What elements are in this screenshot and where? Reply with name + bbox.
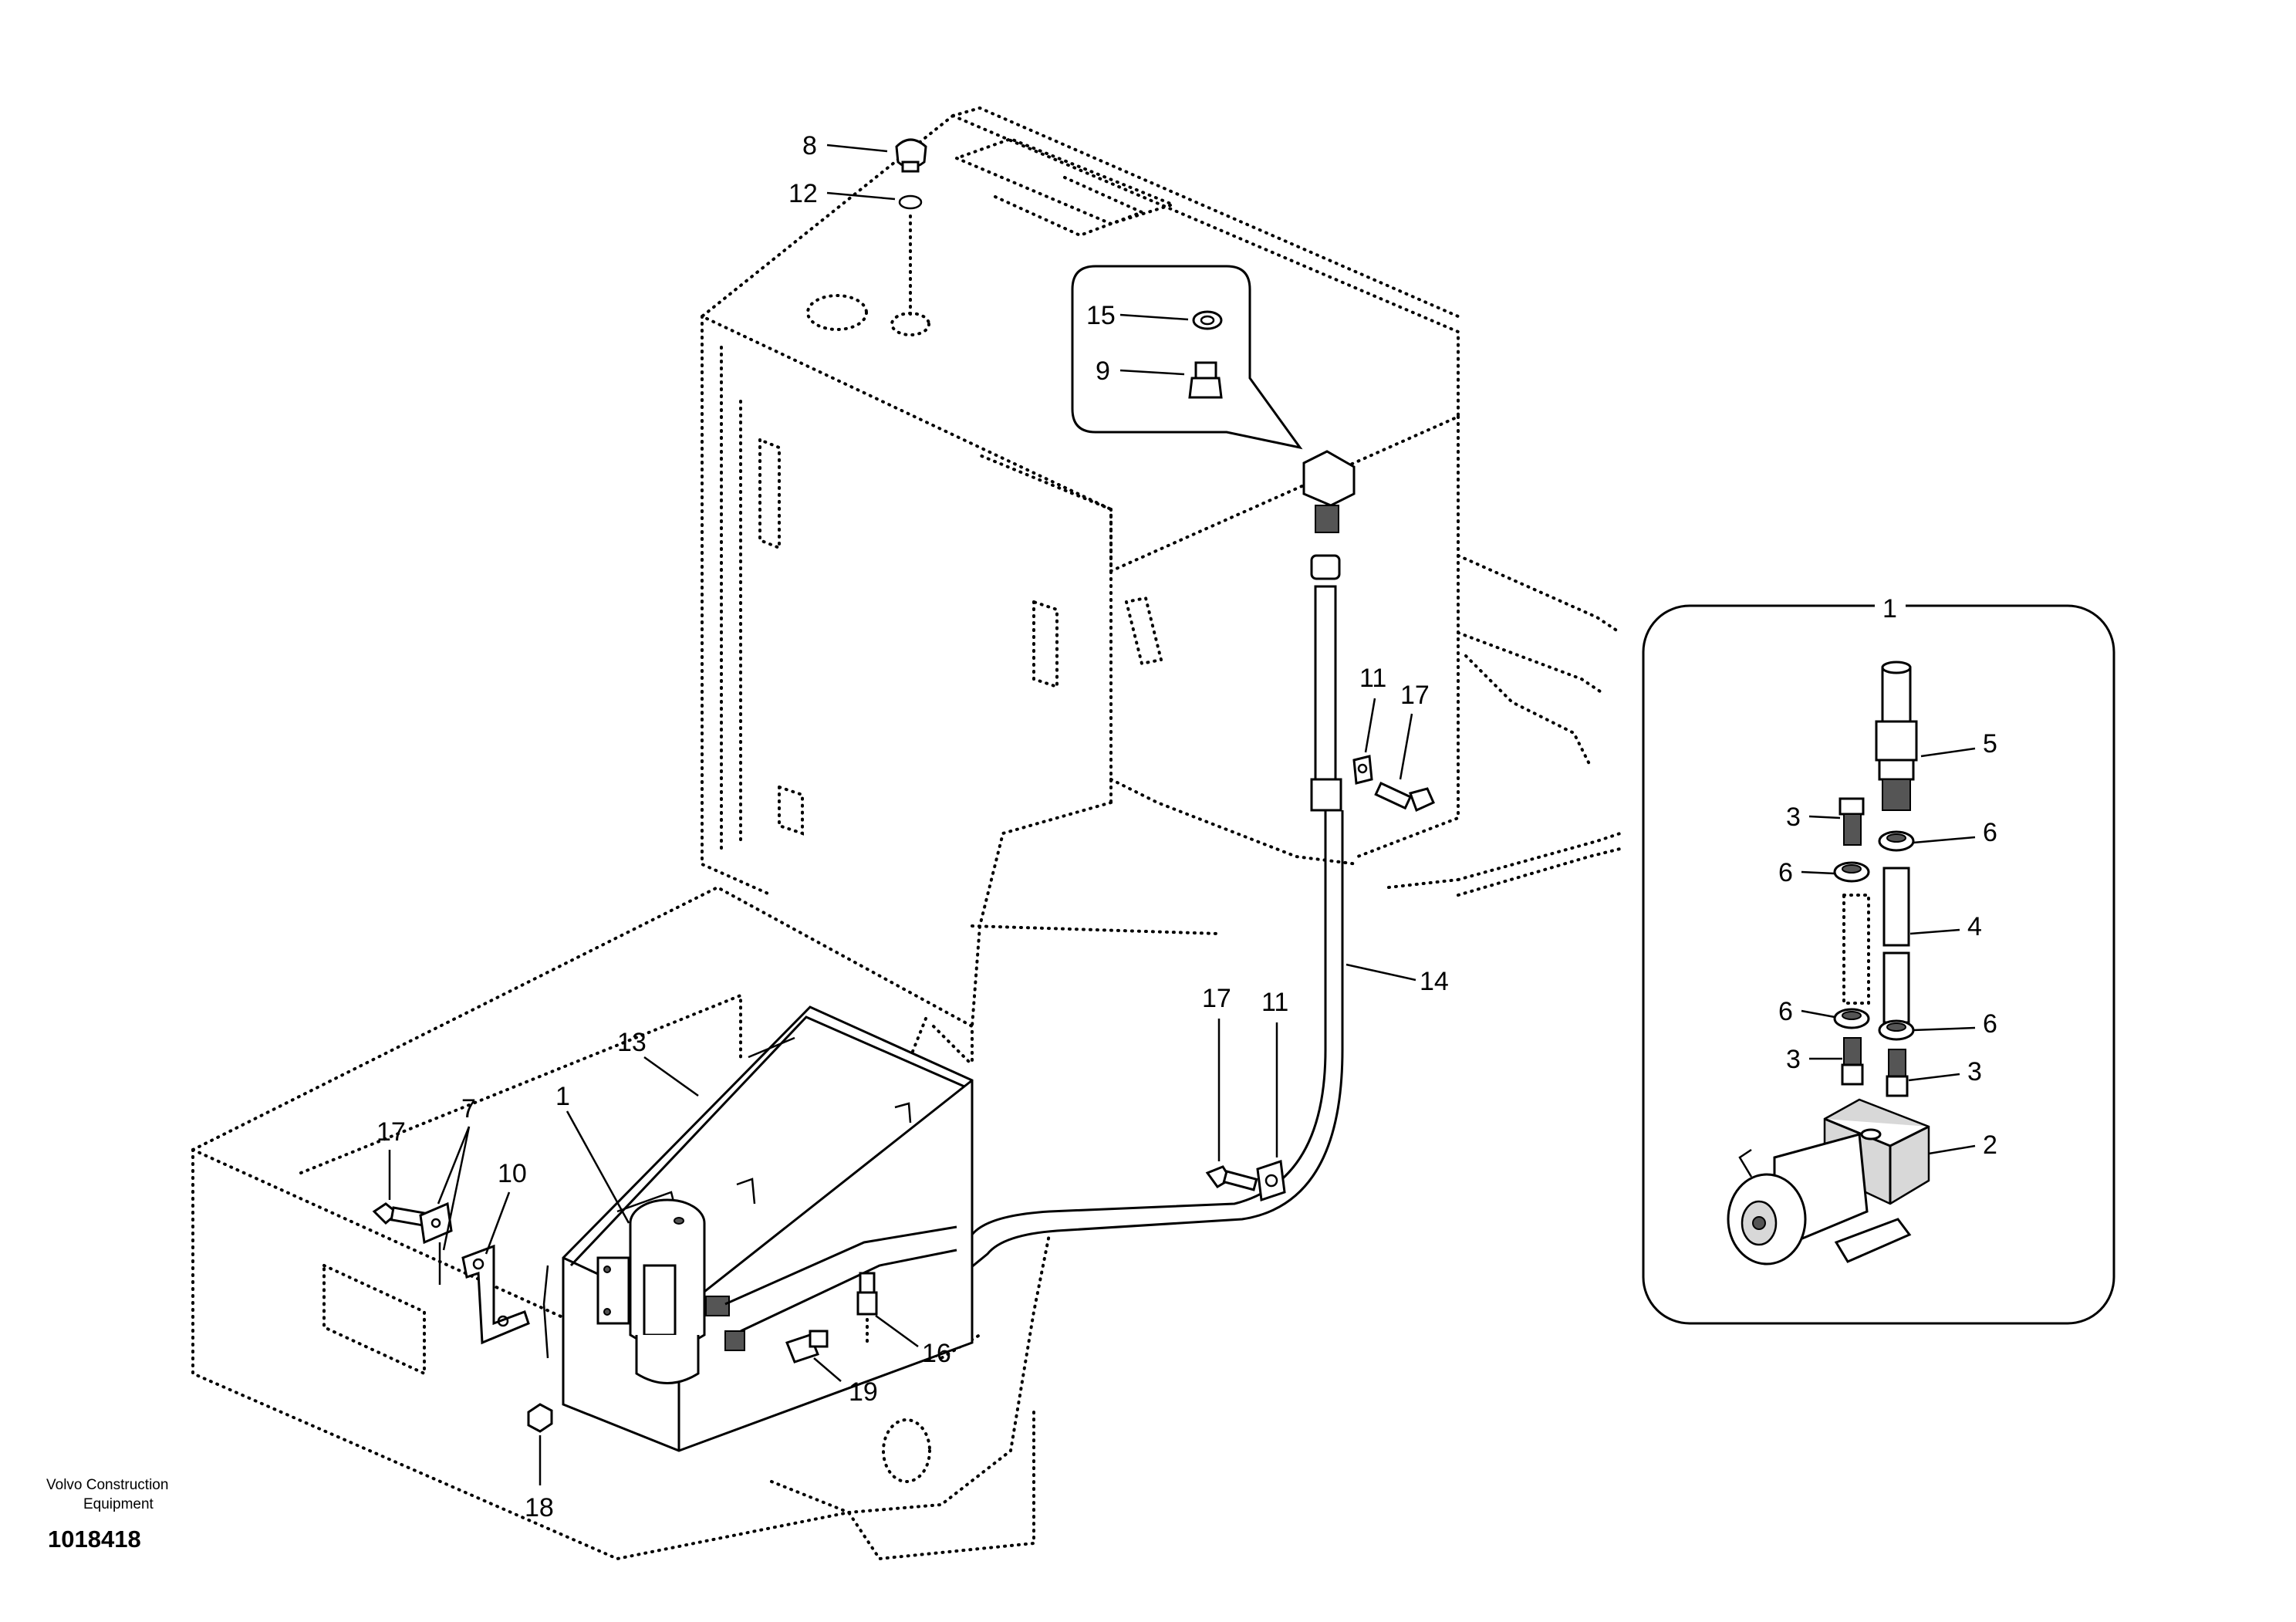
callout-11-middle: 11 xyxy=(1261,988,1288,1017)
detail-panel xyxy=(1642,604,2115,1325)
detail-callout-2: 2 xyxy=(1983,1130,1997,1160)
leader-lines xyxy=(388,144,1416,1485)
fitting xyxy=(1188,361,1223,399)
company-name-line2: Equipment xyxy=(83,1496,154,1512)
fitting-16 xyxy=(856,1272,878,1316)
pump xyxy=(596,1198,745,1384)
callout-9: 9 xyxy=(1096,357,1110,386)
callout-17-upper: 17 xyxy=(1400,681,1430,710)
detail-parts xyxy=(1727,661,1930,1265)
fitting-19 xyxy=(785,1330,829,1363)
detail-callout-6-upper-right: 6 xyxy=(1983,818,1997,847)
nut-18 xyxy=(527,1403,553,1433)
callout-17-middle: 17 xyxy=(1202,984,1231,1013)
detail-bubble-top xyxy=(1071,265,1303,450)
callout-11-upper: 11 xyxy=(1359,664,1386,693)
seal-ring xyxy=(1192,310,1223,330)
bracket-7 xyxy=(419,1201,453,1285)
pump-box xyxy=(542,1005,974,1452)
detail-callout-1: 1 xyxy=(1882,594,1897,623)
detail-callout-6-upper-left: 6 xyxy=(1778,858,1793,887)
detail-callout-6-lower-right: 6 xyxy=(1983,1009,1997,1039)
bracket-10 xyxy=(461,1244,530,1345)
callout-1: 1 xyxy=(555,1082,570,1111)
detail-leader-lines xyxy=(1801,747,1976,1155)
callout-18: 18 xyxy=(525,1493,554,1522)
detail-callout-3-lower-left: 3 xyxy=(1786,1045,1801,1074)
bolt xyxy=(1374,782,1435,813)
clamp-lower xyxy=(1256,1159,1286,1202)
callout-7: 7 xyxy=(461,1094,476,1124)
company-name-line1: Volvo Construction xyxy=(46,1477,168,1493)
detail-callout-4: 4 xyxy=(1967,912,1982,941)
callout-8: 8 xyxy=(802,131,817,161)
bolt-lower xyxy=(1205,1165,1258,1191)
detail-callout-3-lower-right: 3 xyxy=(1967,1057,1982,1086)
hose xyxy=(933,810,1327,1267)
callout-10: 10 xyxy=(498,1159,527,1188)
breather-assembly xyxy=(1302,450,1356,812)
detail-callout-6-lower-left: 6 xyxy=(1778,997,1793,1026)
clamp xyxy=(1352,755,1373,785)
callout-12: 12 xyxy=(788,179,818,208)
callout-19: 19 xyxy=(849,1377,878,1407)
machine-outline xyxy=(191,106,1622,1561)
detail-callout-3-upper: 3 xyxy=(1786,803,1801,832)
callout-17-left: 17 xyxy=(376,1117,406,1147)
o-ring xyxy=(898,194,923,210)
filler-cap xyxy=(895,138,927,173)
callout-16: 16 xyxy=(922,1339,951,1368)
callout-14: 14 xyxy=(1420,967,1449,996)
callout-13: 13 xyxy=(617,1028,647,1057)
bolt-left xyxy=(372,1202,430,1228)
callout-15: 15 xyxy=(1086,301,1116,330)
drawing-number: 1018418 xyxy=(48,1526,141,1553)
detail-callout-5: 5 xyxy=(1983,729,1997,759)
